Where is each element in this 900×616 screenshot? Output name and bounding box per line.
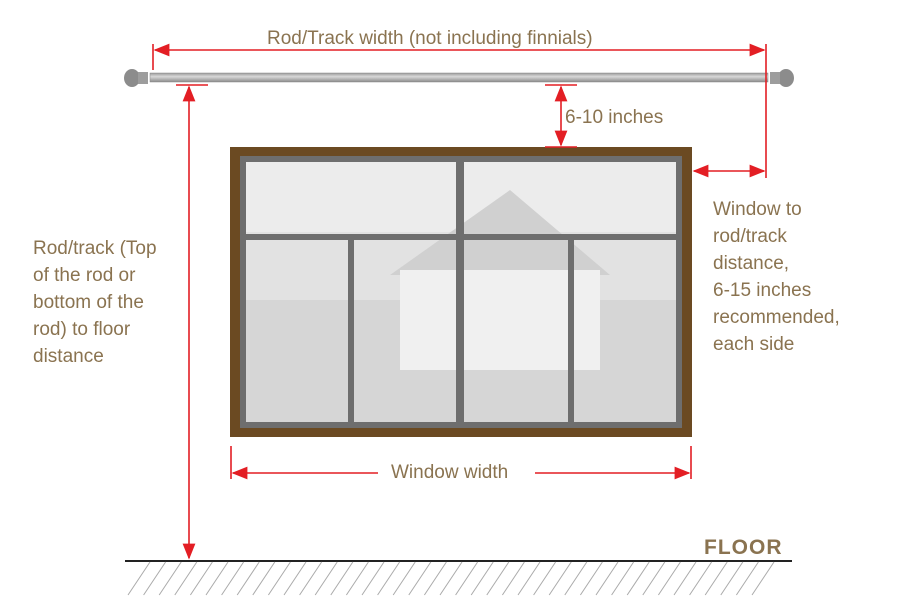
floor-hatch-mark [595, 561, 619, 596]
floor-distance-line: of the rod or [33, 265, 136, 286]
floor-hatch-mark [392, 561, 416, 596]
floor-hatch-mark [236, 561, 260, 596]
floor-hatch-mark [611, 561, 635, 596]
floor-hatch-mark [720, 561, 744, 596]
floor-hatch-mark [533, 561, 557, 596]
floor-hatch-mark [689, 561, 713, 596]
side-distance-label: Window to rod/track distance, 6-15 inche… [713, 196, 840, 358]
rod-width-label: Rod/Track width (not including finnials) [267, 28, 593, 49]
floor-hatch-mark [252, 561, 276, 596]
floor-hatch-mark [408, 561, 432, 596]
side-distance-line: recommended, [713, 307, 840, 328]
floor-hatch-mark [501, 561, 525, 596]
side-distance-line: distance, [713, 253, 790, 274]
floor-hatch-mark [299, 561, 323, 596]
left-finial [124, 69, 140, 87]
floor-hatch-mark [345, 561, 369, 596]
floor-hatch-mark [455, 561, 479, 596]
floor-hatch-mark [314, 561, 338, 596]
floor-hatch-mark [283, 561, 307, 596]
floor-hatch-mark [673, 561, 697, 596]
floor-hatch-mark [642, 561, 666, 596]
dimension-lines [152, 43, 767, 560]
floor-hatch-mark [205, 561, 229, 596]
right-finial [778, 69, 794, 87]
window-width-label: Window width [391, 462, 509, 483]
floor-hatch-mark [657, 561, 681, 596]
floor-hatch-mark [221, 561, 245, 596]
floor-distance-line: rod) to floor [33, 319, 131, 340]
side-distance-line: each side [713, 334, 795, 355]
window [230, 147, 692, 437]
floor-hatch-mark [158, 561, 182, 596]
floor-hatch-mark [626, 561, 650, 596]
curtain-rod [124, 69, 794, 87]
floor-label: FLOOR [704, 536, 783, 559]
floor-line [125, 560, 792, 596]
floor-hatch-mark [127, 561, 151, 596]
floor-hatch-mark [361, 561, 385, 596]
floor-hatch-mark [470, 561, 494, 596]
side-distance-line: 6-15 inches [713, 280, 812, 301]
floor-hatch-mark [267, 561, 291, 596]
floor-hatch-mark [548, 561, 572, 596]
floor-distance-line: bottom of the [33, 292, 144, 313]
floor-hatch-mark [189, 561, 213, 596]
floor-hatch-mark [704, 561, 728, 596]
floor-hatch-mark [517, 561, 541, 596]
side-distance-line: Window to [713, 199, 802, 220]
side-distance-line: rod/track [713, 226, 787, 247]
floor-hatch-mark [174, 561, 198, 596]
clearance-label: 6-10 inches [565, 107, 664, 128]
floor-hatch-mark [735, 561, 759, 596]
floor-distance-line: Rod/track (Top [33, 238, 157, 259]
floor-hatch-mark [330, 561, 354, 596]
floor-hatch-mark [486, 561, 510, 596]
floor-hatch-mark [423, 561, 447, 596]
floor-hatch-mark [377, 561, 401, 596]
floor-hatch-mark [143, 561, 167, 596]
floor-hatch-mark [579, 561, 603, 596]
floor-distance-line: distance [33, 346, 104, 367]
floor-distance-label: Rod/track (Top of the rod or bottom of t… [33, 235, 157, 370]
floor-hatch-mark [751, 561, 775, 596]
floor-hatch-mark [564, 561, 588, 596]
floor-hatch-mark [439, 561, 463, 596]
